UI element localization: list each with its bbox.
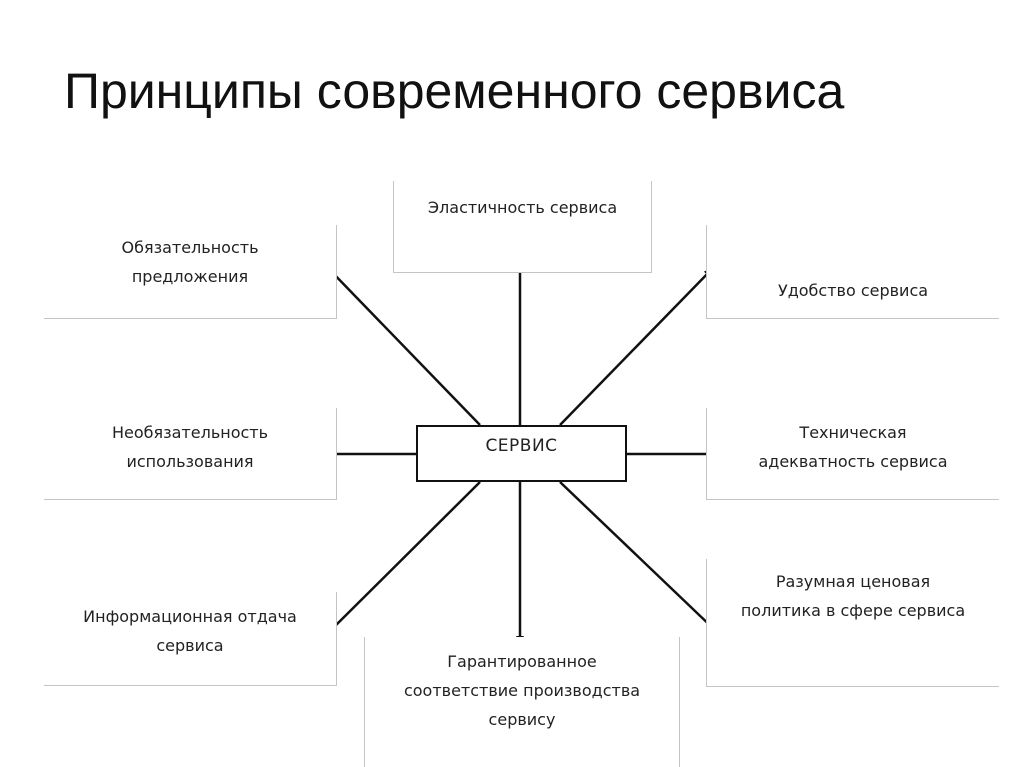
principle-guaranteed-compliance-box: Гарантированное соответствие производств… [364, 637, 680, 767]
principle-reasonable-pricing-box: Разумная ценовая политика в сфере сервис… [706, 559, 999, 687]
principle-convenience-box: Удобство сервиса [706, 225, 999, 319]
principle-optional-use-label: Необязательность использования [111, 423, 269, 471]
slide-title: Принципы современного сервиса [64, 63, 845, 119]
principle-obligatory-offer-box: Обязательность предложения [44, 225, 337, 319]
principle-guaranteed-compliance-label: Гарантированное соответствие производств… [403, 652, 641, 729]
principle-information-return-label: Информационная отдача сервиса [83, 607, 297, 655]
principle-information-return-box: Информационная отдача сервиса [44, 592, 337, 686]
principle-convenience-label: Удобство сервиса [777, 281, 929, 300]
arrow-down-left [327, 481, 481, 634]
arrow-up-right [559, 267, 714, 426]
arrow-up-left [327, 267, 481, 426]
principle-technical-adequacy-label: Техническая адекватность сервиса [758, 423, 948, 471]
center-service-label: СЕРВИС [485, 435, 558, 456]
principle-reasonable-pricing-label: Разумная ценовая политика в сфере сервис… [740, 572, 966, 620]
principle-elasticity-box: Эластичность сервиса [393, 181, 652, 273]
principle-technical-adequacy-box: Техническая адекватность сервиса [706, 408, 999, 500]
center-service-box: СЕРВИС [416, 425, 627, 482]
arrow-down-right [559, 481, 719, 634]
principle-elasticity-label: Эластичность сервиса [427, 198, 618, 217]
principle-obligatory-offer-label: Обязательность предложения [121, 238, 259, 286]
principle-optional-use-box: Необязательность использования [44, 408, 337, 500]
